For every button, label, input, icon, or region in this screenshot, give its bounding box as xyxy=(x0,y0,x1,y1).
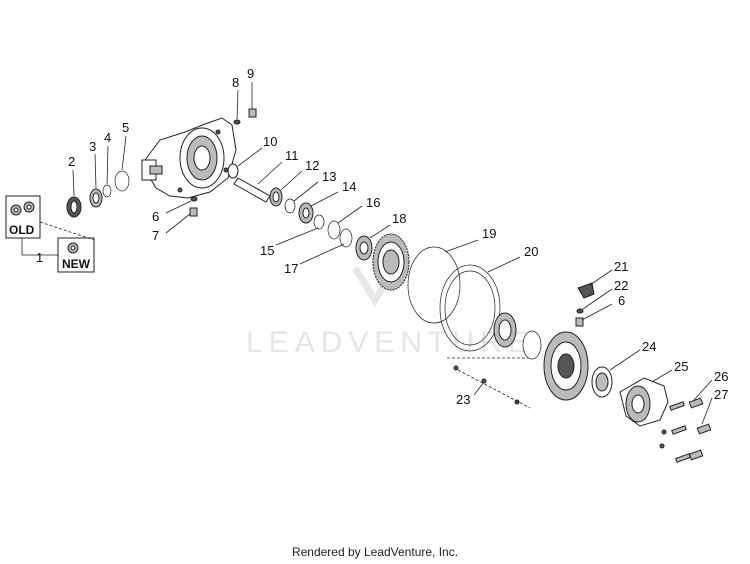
callout-21: 21 xyxy=(614,259,628,274)
part-3-bearing xyxy=(89,188,103,208)
part-7-plug xyxy=(189,207,198,217)
part-23-screws xyxy=(447,357,531,409)
part-6-washer-right xyxy=(575,317,584,327)
callout-6b: 6 xyxy=(618,293,625,308)
part-bearing-large xyxy=(493,312,517,348)
part-12-bearing xyxy=(269,187,283,207)
callout-5: 5 xyxy=(122,120,129,135)
callout-7: 7 xyxy=(152,228,159,243)
part-13-ring xyxy=(284,198,296,214)
callout-11: 11 xyxy=(285,148,299,163)
part-9-plug xyxy=(248,108,257,118)
callout-23: 23 xyxy=(456,392,470,407)
part-6-washer-left xyxy=(190,196,198,202)
part-16-ring xyxy=(327,220,341,240)
part-25-hub xyxy=(619,377,669,427)
callout-19: 19 xyxy=(482,226,496,241)
callout-26: 26 xyxy=(714,369,728,384)
callout-6: 6 xyxy=(152,209,159,224)
callout-10: 10 xyxy=(263,134,277,149)
callout-27: 27 xyxy=(714,387,728,402)
callout-25: 25 xyxy=(674,359,688,374)
part-26-27-studs xyxy=(659,397,712,463)
callout-24: 24 xyxy=(642,339,656,354)
callout-4: 4 xyxy=(104,130,111,145)
callout-1: 1 xyxy=(36,250,43,265)
callout-16: 16 xyxy=(366,195,380,210)
callout-18: 18 xyxy=(392,211,406,226)
part-14-bearing xyxy=(298,202,314,224)
footer-credit: Rendered by LeadVenture, Inc. xyxy=(291,545,459,559)
callout-20: 20 xyxy=(524,244,538,259)
part-11-shaft xyxy=(233,177,271,203)
callout-17: 17 xyxy=(284,261,298,276)
part-10-washer xyxy=(227,163,239,179)
callout-numbers: 1 2 3 4 5 6 7 8 9 10 11 12 13 14 15 16 1… xyxy=(36,66,728,407)
kit-old-label: OLD xyxy=(9,223,35,237)
leader-1-dash xyxy=(39,221,95,241)
callout-8: 8 xyxy=(232,75,239,90)
callout-3: 3 xyxy=(89,139,96,154)
callout-2: 2 xyxy=(68,154,75,169)
callout-9: 9 xyxy=(247,66,254,81)
part-ring-large xyxy=(522,330,542,360)
part-ring-gear xyxy=(372,233,410,291)
part-20-gasket xyxy=(439,264,501,352)
part-17-ring xyxy=(339,228,353,248)
part-4-ring xyxy=(102,184,112,198)
part-gearcase-housing xyxy=(141,117,237,199)
leader-1 xyxy=(21,238,58,256)
callout-13: 13 xyxy=(322,169,336,184)
part-24-seal xyxy=(591,366,613,398)
part-18-gear xyxy=(355,235,373,261)
part-8-washer xyxy=(233,119,241,125)
watermark-text: LEADVENTURE xyxy=(246,326,534,359)
kit-old-box: OLD xyxy=(5,195,41,239)
kit-new-label: NEW xyxy=(62,257,91,271)
part-5-oring xyxy=(114,170,130,192)
leader-lines xyxy=(72,82,713,425)
part-19-oring xyxy=(407,246,461,324)
part-21-breather xyxy=(577,282,595,299)
kit-new-box: NEW xyxy=(57,237,95,273)
callout-15: 15 xyxy=(260,243,274,258)
part-22-washer xyxy=(576,308,584,314)
part-15-ring xyxy=(313,214,325,230)
callout-22: 22 xyxy=(614,278,628,293)
part-end-cover xyxy=(543,331,589,401)
callout-14: 14 xyxy=(342,179,356,194)
callout-12: 12 xyxy=(305,158,319,173)
part-2-seal xyxy=(66,196,82,218)
